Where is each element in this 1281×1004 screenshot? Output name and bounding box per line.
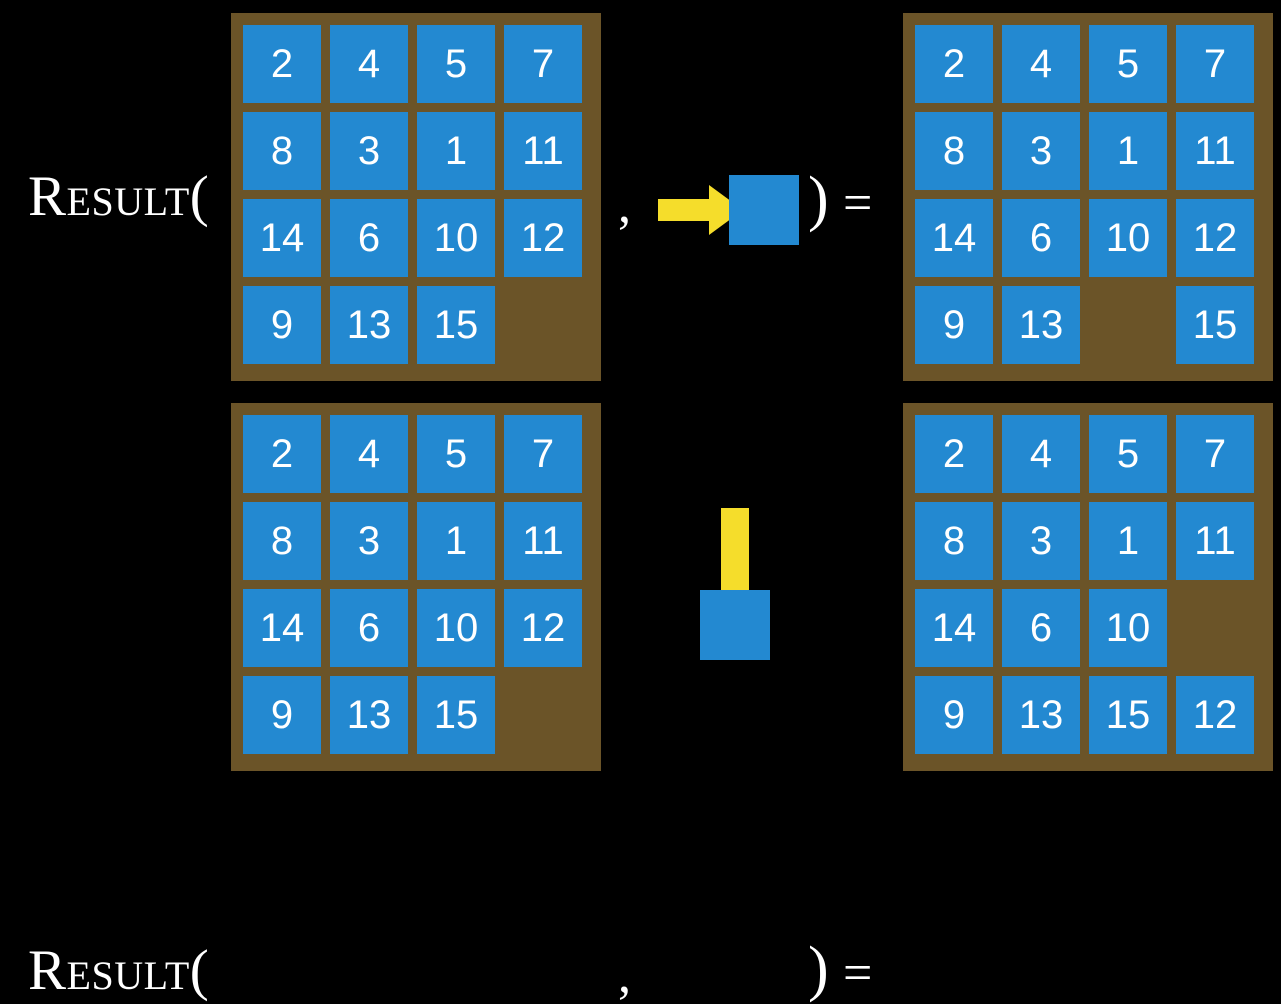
tile[interactable]: 5 — [417, 415, 495, 493]
tile[interactable]: 1 — [417, 112, 495, 190]
tile[interactable]: 15 — [417, 286, 495, 364]
empty-slot — [504, 286, 582, 364]
tile[interactable]: 12 — [1176, 199, 1254, 277]
tile[interactable]: 2 — [243, 415, 321, 493]
move-right-action[interactable] — [650, 165, 805, 255]
tile[interactable]: 4 — [330, 415, 408, 493]
tile[interactable]: 4 — [1002, 415, 1080, 493]
tile[interactable]: 13 — [1002, 676, 1080, 754]
arrow-right-icon — [658, 185, 743, 235]
empty-slot — [1176, 589, 1254, 667]
tile[interactable]: 15 — [417, 676, 495, 754]
tile[interactable]: 3 — [1002, 502, 1080, 580]
tile[interactable]: 14 — [243, 589, 321, 667]
tile[interactable]: 1 — [1089, 502, 1167, 580]
tile[interactable]: 15 — [1089, 676, 1167, 754]
tile[interactable]: 10 — [1089, 589, 1167, 667]
tile[interactable]: 3 — [1002, 112, 1080, 190]
blank-tile-icon — [729, 175, 799, 245]
tile[interactable]: 7 — [504, 25, 582, 103]
blank-tile-icon — [700, 590, 770, 660]
tile[interactable]: 13 — [330, 676, 408, 754]
tile[interactable]: 5 — [1089, 415, 1167, 493]
tile[interactable]: 12 — [1176, 676, 1254, 754]
tile[interactable]: 5 — [417, 25, 495, 103]
tile[interactable]: 2 — [243, 25, 321, 103]
tile[interactable]: 1 — [1089, 112, 1167, 190]
tile[interactable]: 9 — [243, 286, 321, 364]
tile[interactable]: 9 — [243, 676, 321, 754]
tile[interactable]: 11 — [504, 112, 582, 190]
tile[interactable]: 14 — [243, 199, 321, 277]
tile[interactable]: 4 — [1002, 25, 1080, 103]
equation-move-down: Result( 2 4 5 7 8 3 1 11 14 6 10 12 9 13… — [0, 390, 1281, 1002]
argument-separator-comma: , — [618, 177, 631, 234]
empty-slot — [504, 676, 582, 754]
tile[interactable]: 6 — [1002, 589, 1080, 667]
tile[interactable]: 11 — [1176, 502, 1254, 580]
result-function-label: Result( — [28, 939, 210, 1002]
tile[interactable]: 10 — [417, 199, 495, 277]
empty-slot — [1089, 286, 1167, 364]
tile[interactable]: 6 — [330, 199, 408, 277]
tile[interactable]: 13 — [330, 286, 408, 364]
input-board-row1: 2 4 5 7 8 3 1 11 14 6 10 12 9 13 15 — [231, 13, 601, 381]
tile[interactable]: 12 — [504, 199, 582, 277]
tile[interactable]: 12 — [504, 589, 582, 667]
move-down-action[interactable] — [690, 505, 800, 670]
tile[interactable]: 15 — [1176, 286, 1254, 364]
output-board-row2: 2 4 5 7 8 3 1 11 14 6 10 9 13 15 12 — [903, 403, 1273, 771]
close-paren: ) — [808, 165, 829, 233]
tile[interactable]: 9 — [915, 286, 993, 364]
tile[interactable]: 9 — [915, 676, 993, 754]
tile[interactable]: 8 — [915, 112, 993, 190]
input-board-row2: 2 4 5 7 8 3 1 11 14 6 10 12 9 13 15 — [231, 403, 601, 771]
tile[interactable]: 1 — [417, 502, 495, 580]
equation-move-right: Result( 2 4 5 7 8 3 1 11 14 6 10 12 9 13… — [0, 0, 1281, 390]
tile[interactable]: 7 — [504, 415, 582, 493]
tile[interactable]: 6 — [1002, 199, 1080, 277]
tile[interactable]: 3 — [330, 502, 408, 580]
tile[interactable]: 8 — [243, 112, 321, 190]
tile[interactable]: 4 — [330, 25, 408, 103]
tile[interactable]: 7 — [1176, 415, 1254, 493]
tile[interactable]: 8 — [243, 502, 321, 580]
equals-sign: = — [843, 945, 873, 1002]
tile[interactable]: 7 — [1176, 25, 1254, 103]
tile[interactable]: 10 — [417, 589, 495, 667]
close-paren: ) — [808, 935, 829, 1003]
tile[interactable]: 11 — [1176, 112, 1254, 190]
tile[interactable]: 6 — [330, 589, 408, 667]
equals-sign: = — [843, 175, 873, 232]
tile[interactable]: 14 — [915, 199, 993, 277]
tile[interactable]: 2 — [915, 415, 993, 493]
tile[interactable]: 2 — [915, 25, 993, 103]
result-function-label: Result( — [28, 165, 210, 228]
output-board-row1: 2 4 5 7 8 3 1 11 14 6 10 12 9 13 15 — [903, 13, 1273, 381]
tile[interactable]: 8 — [915, 502, 993, 580]
tile[interactable]: 10 — [1089, 199, 1167, 277]
tile[interactable]: 13 — [1002, 286, 1080, 364]
tile[interactable]: 3 — [330, 112, 408, 190]
tile[interactable]: 5 — [1089, 25, 1167, 103]
tile[interactable]: 14 — [915, 589, 993, 667]
argument-separator-comma: , — [618, 947, 631, 1004]
tile[interactable]: 11 — [504, 502, 582, 580]
